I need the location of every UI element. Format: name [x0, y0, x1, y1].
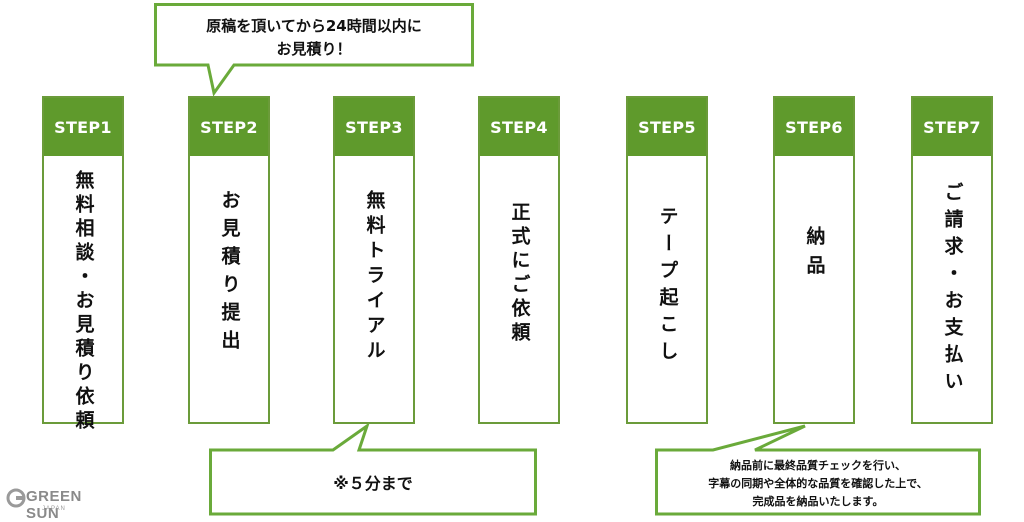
step-3-box: STEP3 無料トライアル: [333, 96, 415, 424]
step-5-label: STEP5: [628, 98, 706, 156]
step-4-text: 正式にご依頼: [508, 202, 531, 346]
step-2-box: STEP2 お見積り提出: [188, 96, 270, 424]
callout-estimate: 原稿を頂いてから24時間以内に お見積り！: [154, 3, 474, 97]
callout-delivery-line3: 完成品を納品いたします。: [752, 495, 884, 508]
step-7-text: ご請求・お支払い: [941, 182, 964, 398]
step-5-box: STEP5 テープ起こし: [626, 96, 708, 424]
step-3-text: 無料トライアル: [363, 190, 386, 365]
callout-trial-text: ※５分まで: [333, 474, 413, 493]
logo-sub-text: JAPAN: [42, 506, 66, 512]
step-4-label: STEP4: [480, 98, 558, 156]
step-6-box: STEP6 納品: [773, 96, 855, 424]
callout-estimate-line2: お見積り！: [276, 40, 352, 58]
step-7-box: STEP7 ご請求・お支払い: [911, 96, 993, 424]
callout-delivery-line1: 納品前に最終品質チェックを行い、: [730, 459, 906, 472]
step-1-text: 無料相談・お見積り依頼: [72, 170, 95, 434]
step-6-label: STEP6: [775, 98, 853, 156]
step-7-label: STEP7: [913, 98, 991, 156]
callout-estimate-line1: 原稿を頂いてから24時間以内に: [206, 17, 422, 35]
step-5-text: テープ起こし: [656, 206, 679, 368]
callout-delivery-line2: 字幕の同期や全体的な品質を確認した上で、: [708, 477, 928, 490]
logo-mark-icon: [6, 488, 26, 508]
step-6-text: 納品: [803, 226, 826, 284]
callout-delivery: 納品前に最終品質チェックを行い、 字幕の同期や全体的な品質を確認した上で、 完成…: [655, 424, 981, 516]
callout-trial: ※５分まで: [209, 422, 537, 516]
step-3-label: STEP3: [335, 98, 413, 156]
greensun-logo: GREEN SUN JAPAN: [6, 486, 116, 522]
step-4-box: STEP4 正式にご依頼: [478, 96, 560, 424]
callout-delivery-bubble: [655, 424, 981, 516]
step-2-text: お見積り提出: [218, 190, 241, 358]
callout-trial-bubble: [209, 422, 537, 516]
step-1-label: STEP1: [44, 98, 122, 156]
step-1-box: STEP1 無料相談・お見積り依頼: [42, 96, 124, 434]
callout-estimate-bubble: [154, 3, 474, 97]
step-2-label: STEP2: [190, 98, 268, 156]
